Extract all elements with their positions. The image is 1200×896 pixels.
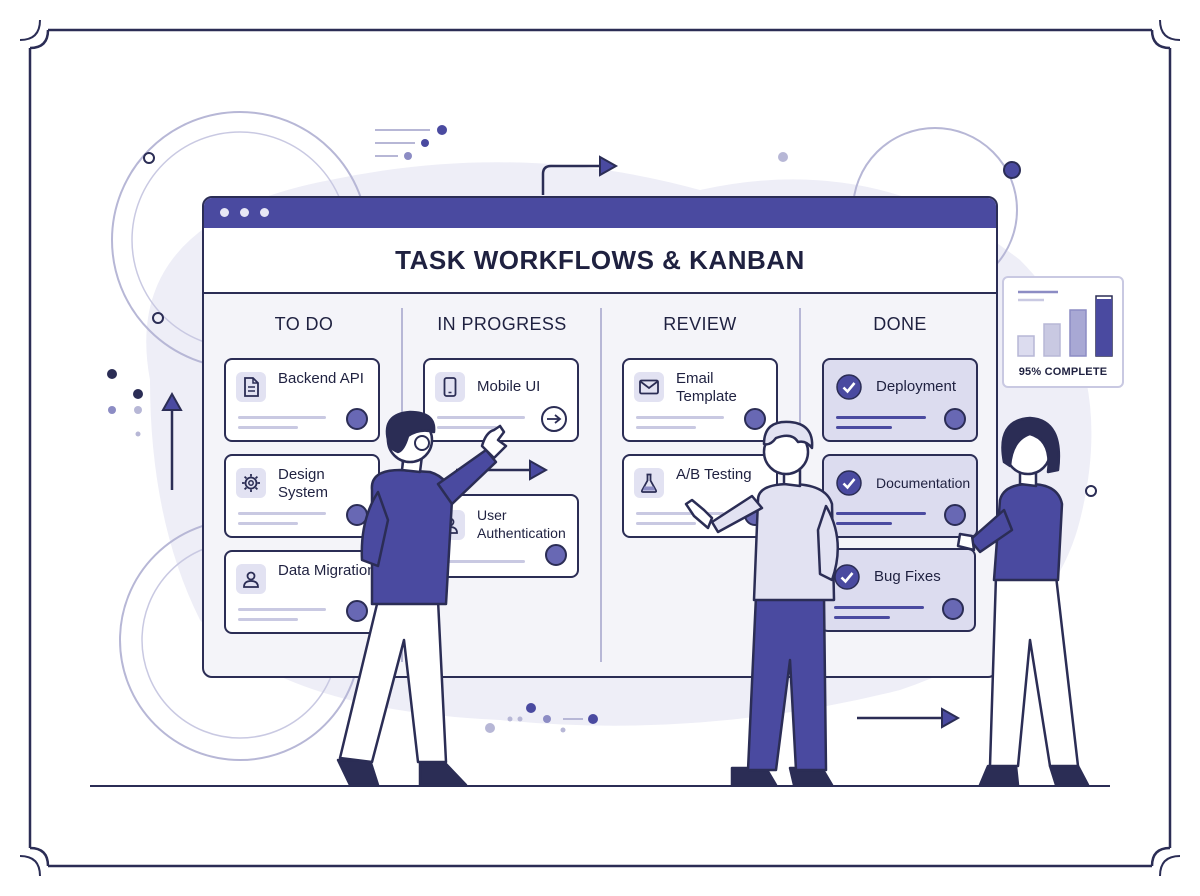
- task-card-mobile-ui[interactable]: Mobile UI: [423, 358, 579, 442]
- progress-line: [836, 426, 892, 429]
- check-icon: [834, 372, 864, 402]
- board-header: TASK WORKFLOWS & KANBAN: [204, 228, 996, 294]
- task-card-email-template[interactable]: Email Template: [622, 358, 778, 442]
- progress-fill: [1096, 299, 1112, 356]
- progress-line: [836, 416, 926, 419]
- progress-line: [437, 416, 525, 419]
- flask-icon: [634, 468, 664, 498]
- task-card-title: Data Migration: [278, 562, 376, 579]
- task-card-bug-fixes[interactable]: Bug Fixes: [820, 548, 976, 632]
- column-header-done: DONE: [873, 314, 927, 334]
- status-dot: [346, 600, 368, 622]
- progress-line: [238, 522, 298, 525]
- column-header-in-progress: IN PROGRESS: [437, 314, 567, 334]
- status-dot: [545, 544, 567, 566]
- check-icon: [834, 468, 864, 498]
- gear-icon: [236, 468, 266, 498]
- progress-line: [836, 512, 926, 515]
- task-card-title: Documentation: [876, 475, 971, 491]
- status-dot: [942, 598, 964, 620]
- task-card-title: Backend API: [278, 370, 364, 387]
- progress-line: [636, 522, 696, 525]
- person-pointing-left: [336, 410, 508, 787]
- progress-line: [636, 426, 696, 429]
- page-title: TASK WORKFLOWS & KANBAN: [395, 244, 805, 275]
- task-card-title: Email Template: [676, 370, 737, 405]
- kanban-window: TASK WORKFLOWS & KANBAN TO DO IN PROGRES…: [202, 196, 998, 678]
- column-header-review: REVIEW: [663, 314, 737, 334]
- status-dot: [944, 408, 966, 430]
- progress-line: [238, 426, 298, 429]
- status-dot: [944, 504, 966, 526]
- task-card-title: Design System: [278, 466, 329, 501]
- document-icon: [236, 372, 266, 402]
- phone-icon: [435, 372, 465, 402]
- status-dot: [744, 408, 766, 430]
- task-card-deployment[interactable]: Deployment: [822, 358, 978, 442]
- progress-line: [834, 606, 924, 609]
- task-card-title: Deployment: [876, 378, 957, 395]
- task-card-title: Mobile UI: [477, 378, 541, 395]
- progress-line: [636, 512, 724, 515]
- progress-line: [238, 608, 326, 611]
- progress-label: 95% COMPLETE: [1018, 366, 1108, 378]
- task-card-title: A/B Testing: [676, 466, 752, 483]
- stats-panel: 95% COMPLETE: [1002, 276, 1124, 388]
- person-pointing-middle: [684, 420, 839, 787]
- check-icon: [832, 562, 862, 592]
- progress-line: [238, 618, 298, 621]
- progress-line: [437, 426, 497, 429]
- task-card-title: Bug Fixes: [874, 568, 941, 585]
- window-dot[interactable]: [220, 208, 229, 217]
- person-holding-card: [956, 416, 1090, 787]
- column-header-to-do: TO DO: [274, 314, 334, 334]
- mail-icon: [634, 372, 664, 402]
- task-card-design-system[interactable]: Design System: [224, 454, 380, 538]
- column-divider: [600, 308, 602, 662]
- task-card-title: User Authentication: [477, 507, 566, 541]
- status-dot: [346, 408, 368, 430]
- window-dot[interactable]: [240, 208, 249, 217]
- window-dot[interactable]: [260, 208, 269, 217]
- task-card-data-migration[interactable]: Data Migration: [224, 550, 380, 634]
- arrow-right-icon[interactable]: [541, 406, 567, 432]
- progress-line: [834, 616, 890, 619]
- window-title-bar: [204, 198, 996, 228]
- progress-line: [238, 512, 326, 515]
- progress-line: [437, 560, 525, 563]
- progress-line: [636, 416, 724, 419]
- progress-line: [836, 522, 892, 525]
- bar-chart-icon: [1017, 290, 1113, 357]
- task-card-backend-api[interactable]: Backend API: [224, 358, 380, 442]
- progress-line: [238, 416, 326, 419]
- task-card-documentation[interactable]: Documentation: [822, 454, 978, 538]
- user-icon: [236, 564, 266, 594]
